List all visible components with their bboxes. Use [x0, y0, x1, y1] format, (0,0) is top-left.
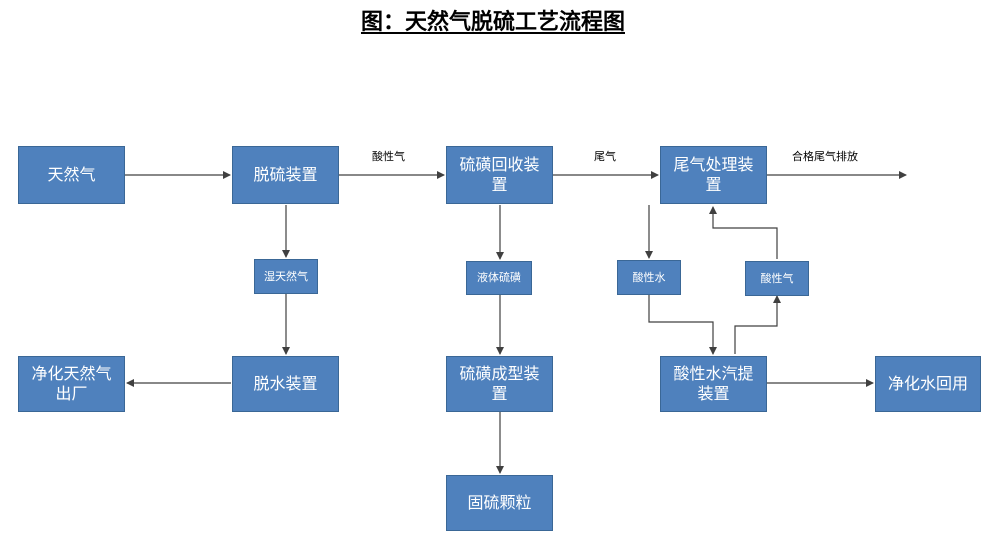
node-acidic-gas: 酸性气 [745, 261, 809, 296]
arrow-acidic-water-to-stripper [648, 295, 717, 355]
node-tail-gas-treatment-unit: 尾气处理装 置 [660, 146, 767, 204]
node-solid-sulfur-granules: 固硫颗粒 [446, 475, 553, 531]
node-purified-water-reuse: 净化水回用 [875, 356, 981, 412]
edge-label-acidic-gas: 酸性气 [372, 150, 405, 163]
node-dehydration-unit: 脱水装置 [232, 356, 339, 412]
node-purified-gas-out: 净化天然气 出厂 [18, 356, 125, 412]
diagram-title: 图：天然气脱硫工艺流程图 [360, 9, 625, 35]
node-sulfur-forming-unit: 硫磺成型装 置 [446, 356, 553, 412]
node-sour-water-stripper: 酸性水汽提 装置 [660, 356, 767, 412]
edge-label-qualified-tail-gas: 合格尾气排放 [792, 150, 858, 163]
edge-label-tail-gas: 尾气 [594, 150, 616, 163]
arrow-stripper-to-acidic-gas [734, 295, 781, 354]
node-desulfurization-unit: 脱硫装置 [232, 146, 339, 204]
node-sulfur-recovery-unit: 硫磺回收装 置 [446, 146, 553, 204]
arrow-acidic-gas-to-tailgas [709, 206, 778, 259]
node-liquid-sulfur: 液体硫磺 [466, 261, 532, 295]
node-wet-natural-gas: 湿天然气 [254, 259, 318, 294]
node-natural-gas: 天然气 [18, 146, 125, 204]
node-acidic-water: 酸性水 [617, 260, 681, 295]
